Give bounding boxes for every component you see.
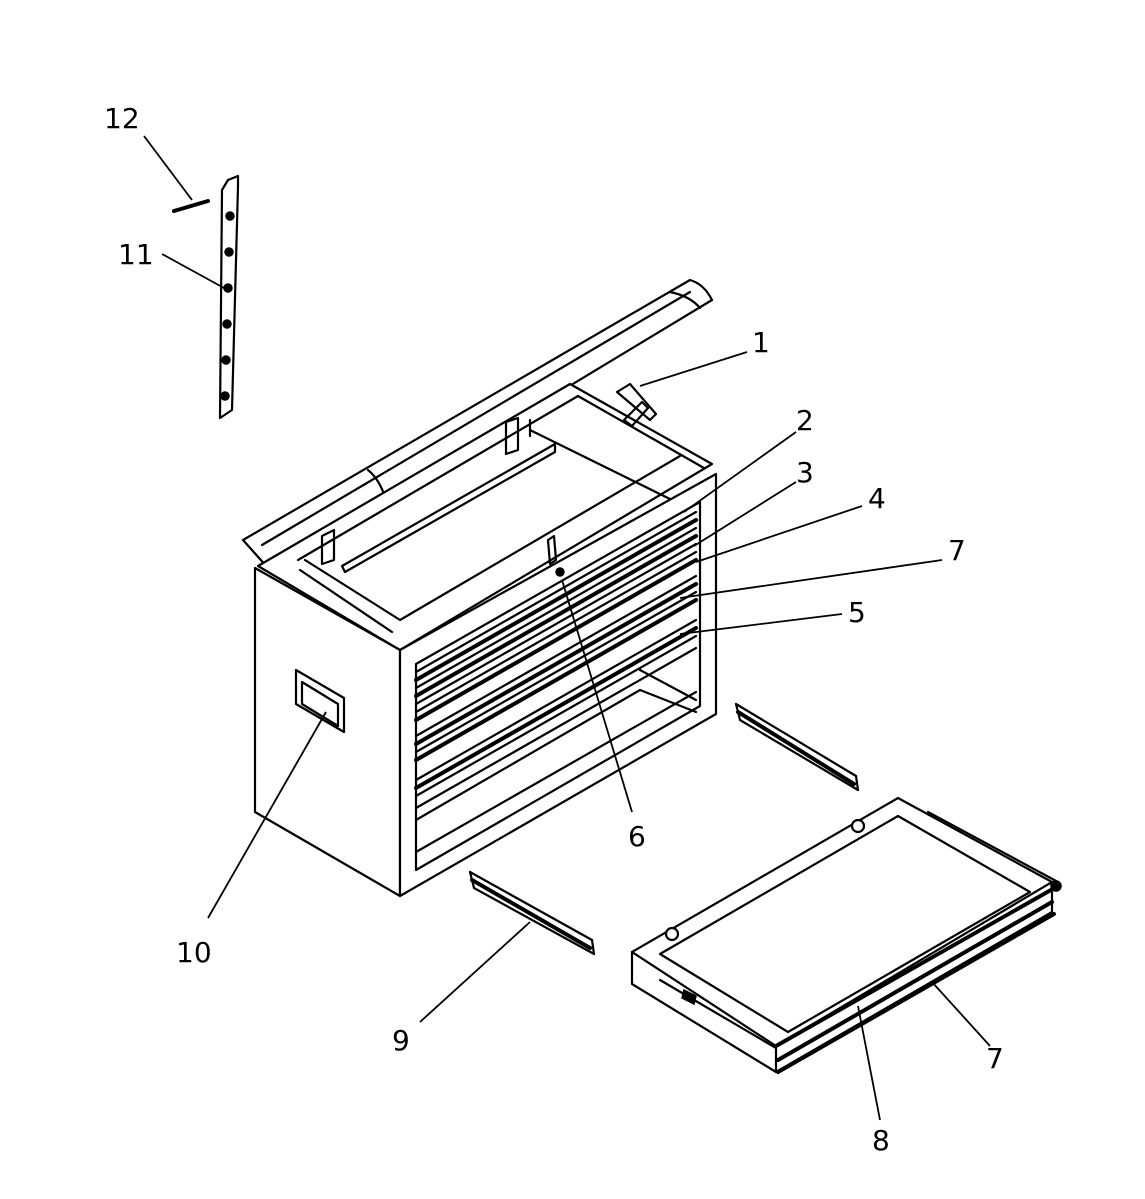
loose-drawer	[630, 796, 1062, 1074]
callout-3: 3	[796, 456, 814, 489]
callout-10: 10	[176, 936, 212, 969]
callout-11: 11	[118, 238, 154, 271]
callout-5: 5	[848, 596, 866, 629]
hinge-strip	[218, 174, 240, 420]
callout-1: 1	[752, 326, 770, 359]
hinge-pin	[172, 199, 210, 213]
callout-8: 8	[872, 1124, 890, 1157]
drawer-slide-upper	[734, 702, 860, 792]
callout-12: 12	[104, 102, 140, 135]
callout-6: 6	[628, 820, 646, 853]
callout-7-bottom: 7	[986, 1042, 1004, 1075]
chest-body	[241, 278, 718, 898]
callout-9: 9	[392, 1024, 410, 1057]
drawer-slide-lower	[468, 870, 596, 956]
callout-labels: 1 2 3 4 5 6 7 7 8 9 10 11 12	[104, 102, 1004, 1157]
callout-2: 2	[796, 404, 814, 437]
drawer-fronts	[414, 510, 698, 854]
callout-4: 4	[868, 482, 886, 515]
leader-lines	[143, 135, 991, 1121]
callout-7-top: 7	[948, 534, 966, 567]
